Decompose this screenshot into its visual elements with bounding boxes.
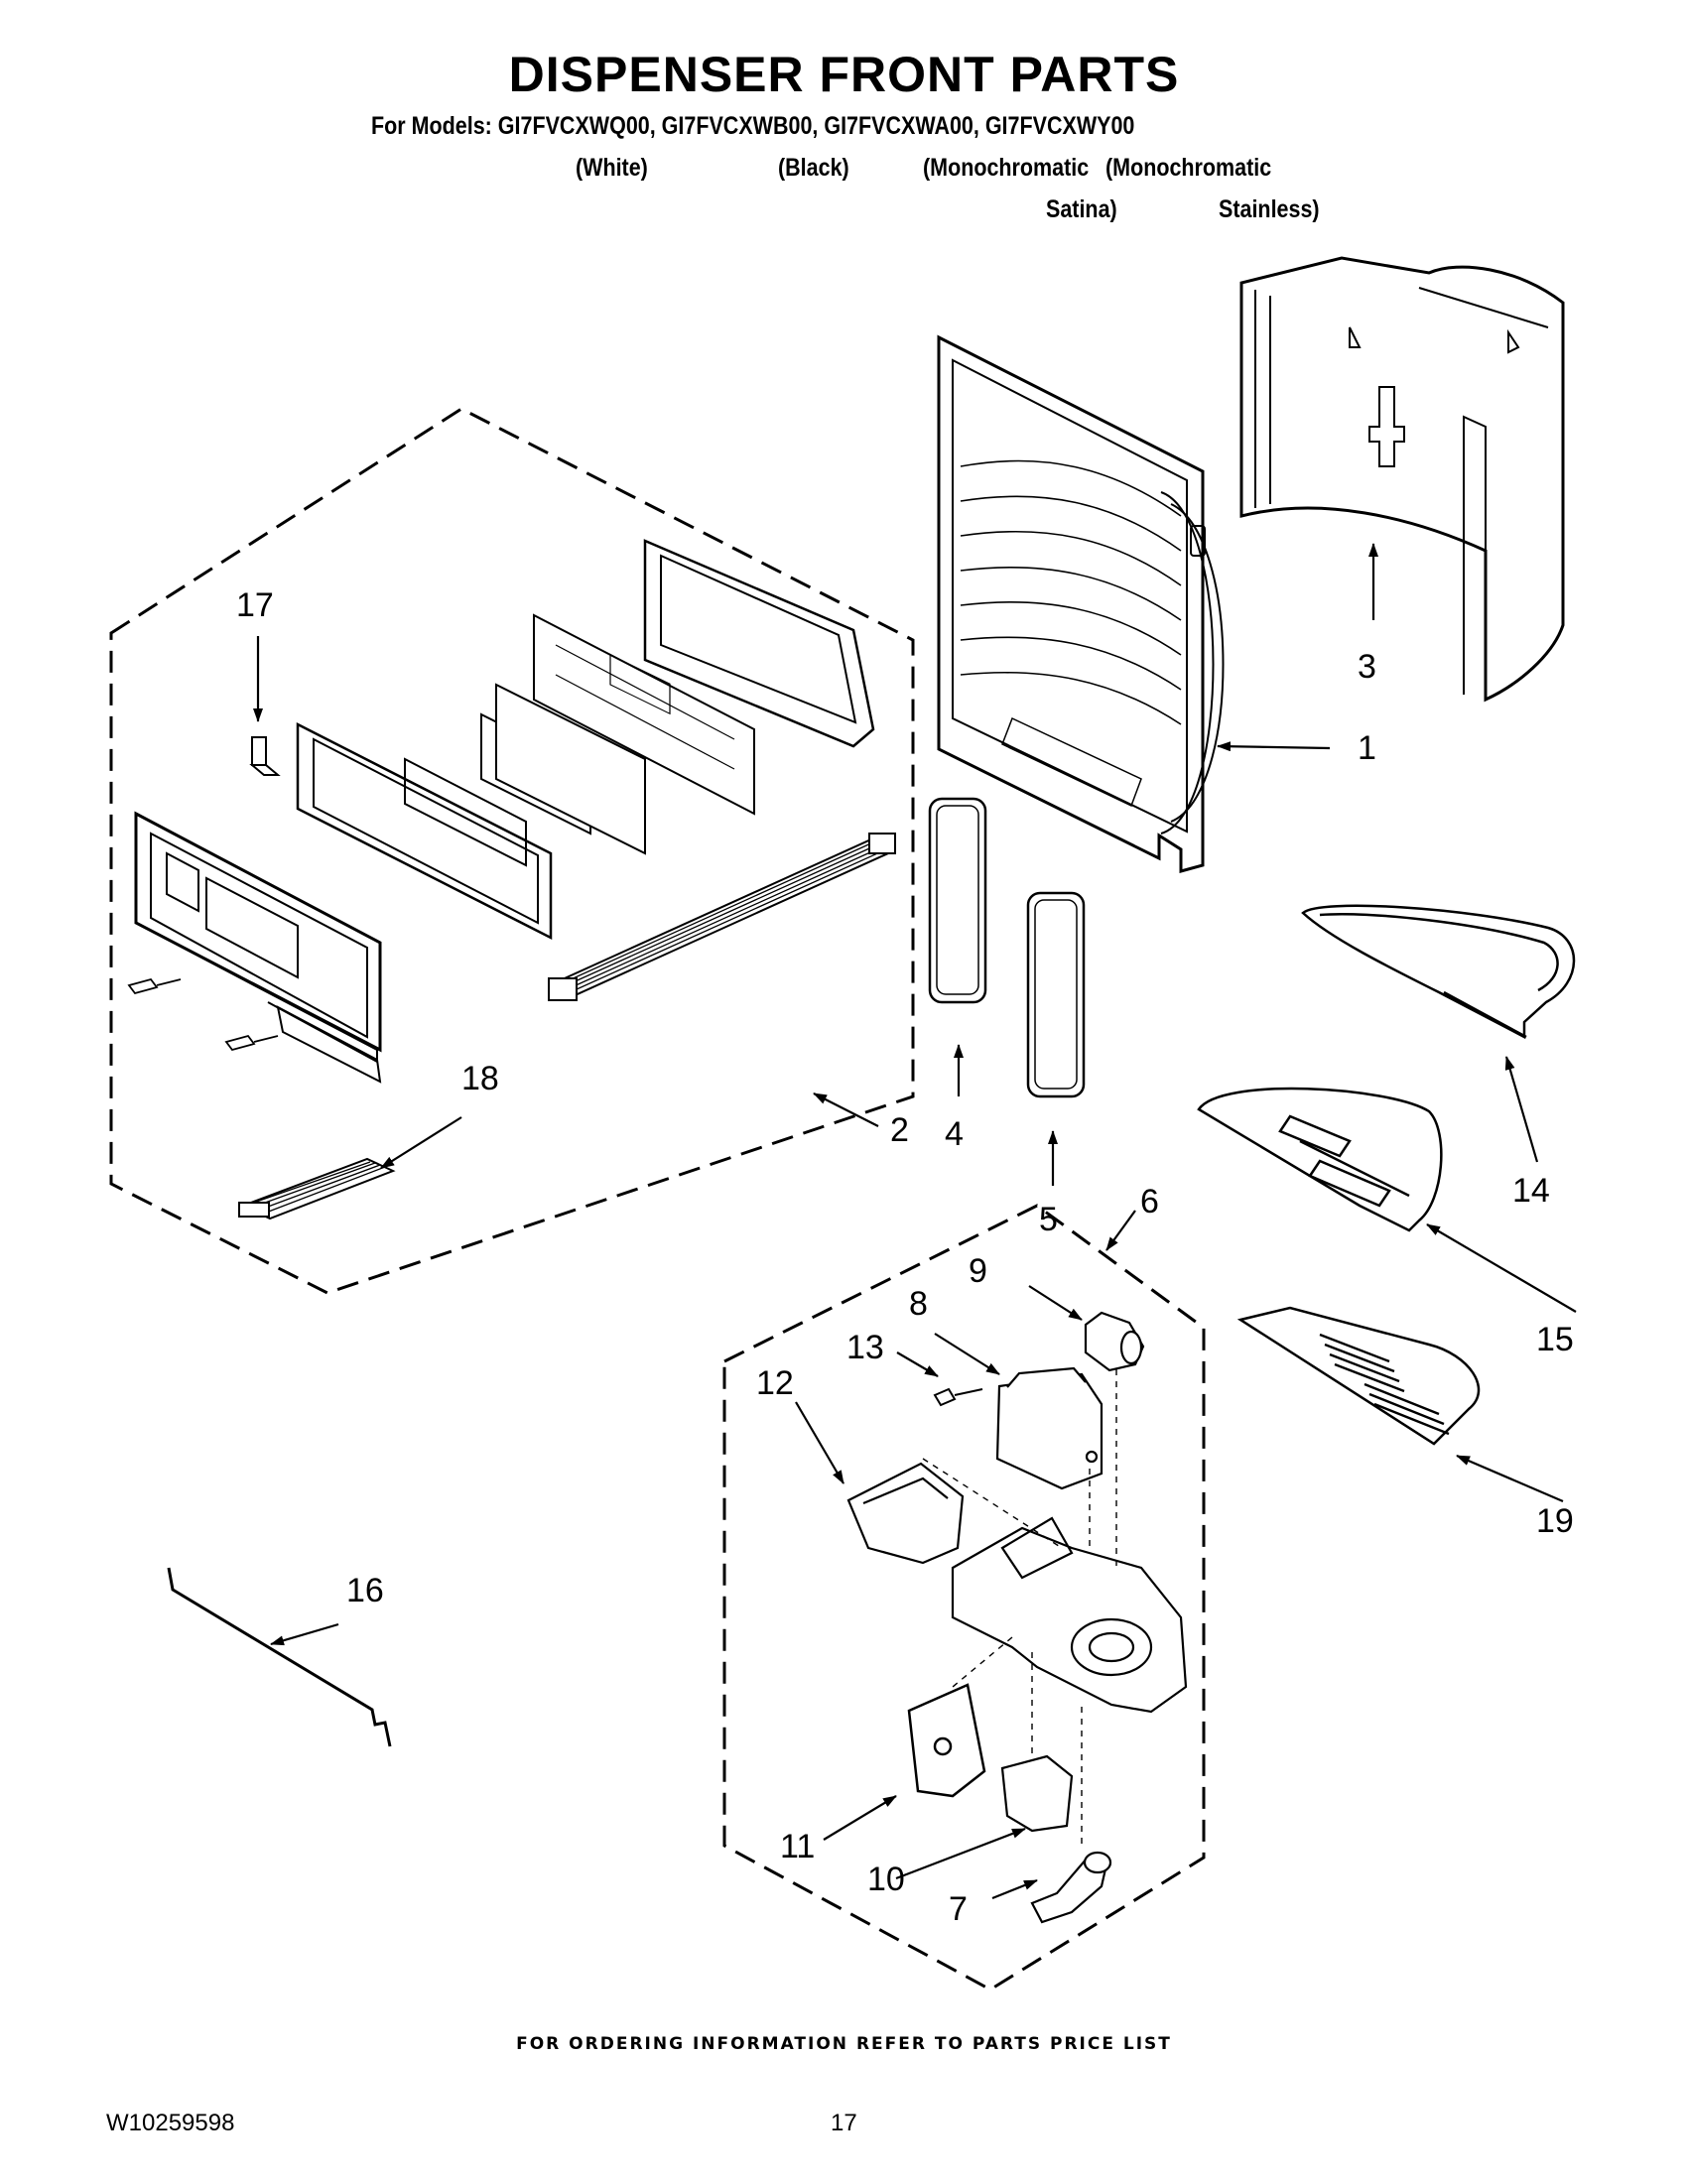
callout-15: 15 bbox=[1536, 1321, 1574, 1358]
variant-mono-satina-line2: Satina) bbox=[1046, 195, 1117, 223]
callout-5: 5 bbox=[1039, 1201, 1058, 1238]
part-19-grille bbox=[1236, 1306, 1481, 1446]
assembly-guide-lines bbox=[922, 1369, 1117, 1846]
part-1-housing bbox=[937, 334, 1225, 873]
callout-14: 14 bbox=[1512, 1172, 1550, 1210]
part-2-control-assembly bbox=[127, 539, 896, 1084]
callout-13: 13 bbox=[846, 1329, 884, 1366]
variant-mono-stainless-line2: Stainless) bbox=[1219, 195, 1320, 223]
part-16-rod bbox=[167, 1567, 392, 1747]
callout-19: 19 bbox=[1536, 1502, 1574, 1540]
variant-mono-satina-line1: (Monochromatic bbox=[923, 154, 1090, 182]
callout-10: 10 bbox=[867, 1861, 905, 1898]
callout-16: 16 bbox=[346, 1572, 384, 1609]
callout-arrows bbox=[253, 543, 1577, 1900]
part-7-fitting bbox=[1030, 1851, 1112, 1924]
part-10-solenoid bbox=[1000, 1754, 1074, 1833]
variant-white: (White) bbox=[576, 154, 648, 182]
callout-3: 3 bbox=[1358, 648, 1376, 686]
ordering-note: FOR ORDERING INFORMATION REFER TO PARTS … bbox=[516, 2034, 1172, 2054]
part-8-bracket bbox=[995, 1366, 1104, 1490]
callout-8: 8 bbox=[909, 1285, 928, 1323]
callout-4: 4 bbox=[945, 1115, 964, 1153]
callout-1: 1 bbox=[1358, 729, 1376, 767]
callout-2: 2 bbox=[890, 1111, 909, 1149]
callout-17: 17 bbox=[236, 586, 274, 624]
part-9-lever bbox=[1084, 1311, 1145, 1372]
callout-7: 7 bbox=[949, 1890, 968, 1928]
assembly-box-2 bbox=[109, 407, 915, 1295]
models-line: For Models: GI7FVCXWQ00, GI7FVCXWB00, GI… bbox=[371, 112, 1135, 140]
part-14-tray bbox=[1301, 904, 1576, 1040]
part-3-front-panel bbox=[1239, 256, 1565, 703]
part-12-chute bbox=[846, 1462, 965, 1565]
callout-18: 18 bbox=[461, 1060, 499, 1097]
part-4-pad bbox=[928, 797, 987, 1004]
page-number: 17 bbox=[831, 2110, 857, 2136]
callout-9: 9 bbox=[969, 1252, 987, 1290]
variant-mono-stainless-line1: (Monochromatic bbox=[1105, 154, 1272, 182]
part-6-housing bbox=[951, 1516, 1188, 1714]
part-18-harness bbox=[238, 1157, 396, 1220]
document-number: W10259598 bbox=[106, 2110, 235, 2136]
callout-6: 6 bbox=[1140, 1183, 1159, 1220]
callout-11: 11 bbox=[780, 1828, 815, 1865]
assembly-box-6 bbox=[722, 1204, 1206, 1991]
part-5-pad bbox=[1026, 891, 1086, 1098]
part-11-cover bbox=[907, 1683, 986, 1798]
part-13-screw bbox=[933, 1387, 983, 1407]
page-title: DISPENSER FRONT PARTS bbox=[508, 47, 1180, 102]
callout-12: 12 bbox=[756, 1364, 794, 1402]
part-15-guide bbox=[1197, 1087, 1443, 1232]
variant-black: (Black) bbox=[778, 154, 849, 182]
